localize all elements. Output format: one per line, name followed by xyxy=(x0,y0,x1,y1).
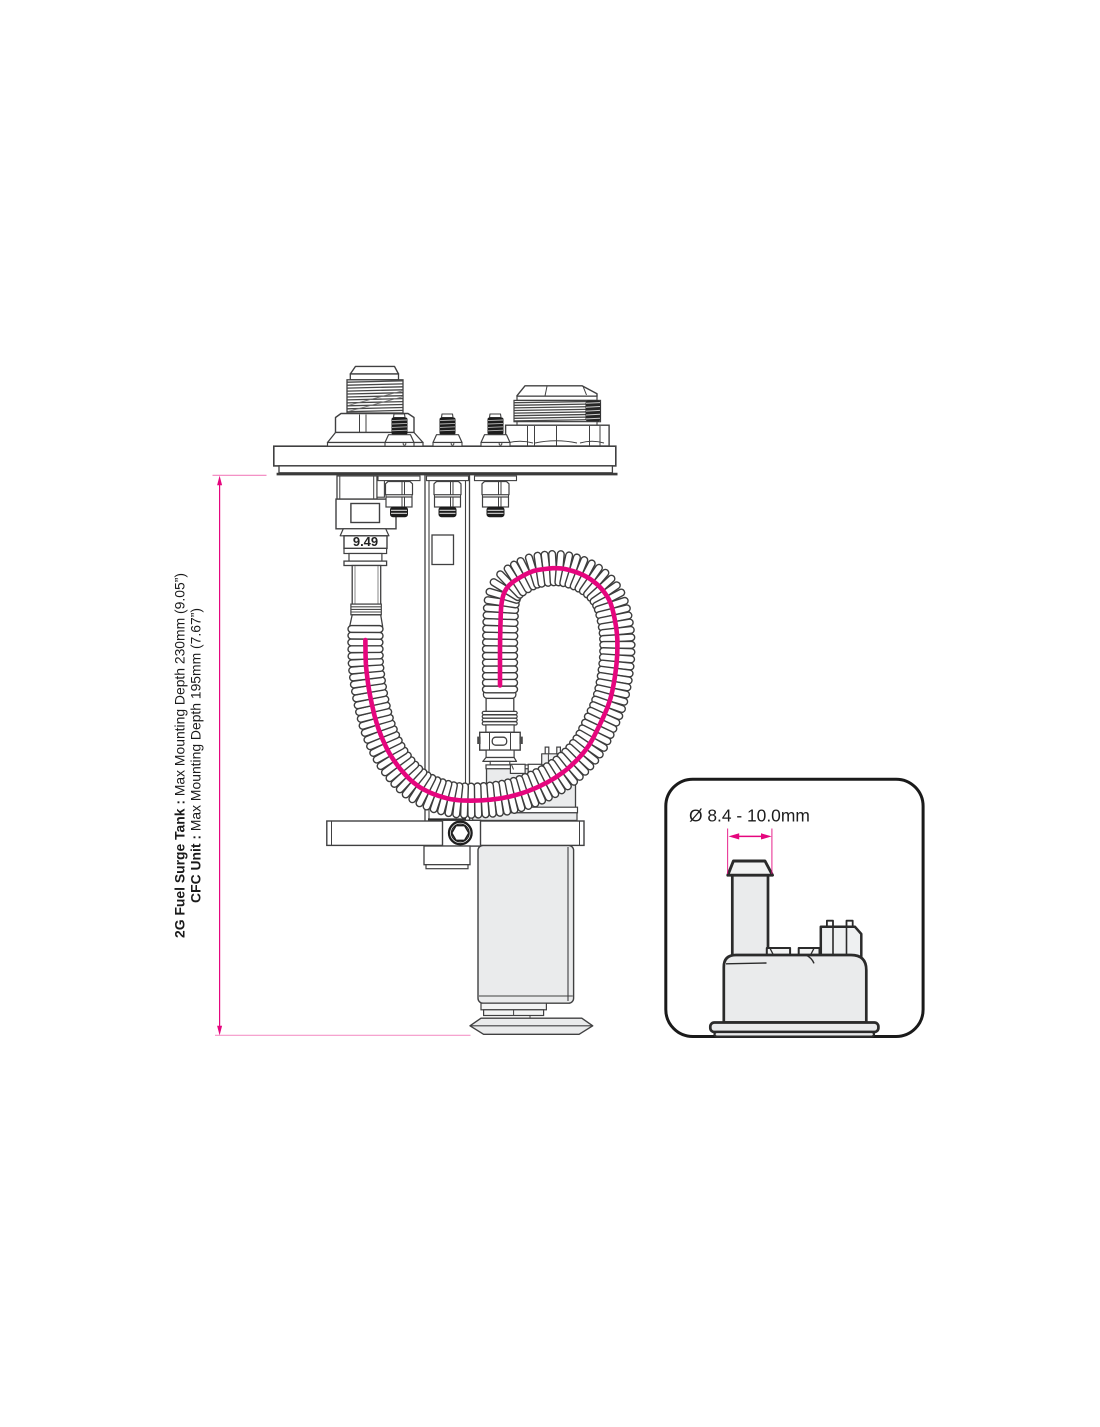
svg-text:2G Fuel Surge Tank : Max Mount: 2G Fuel Surge Tank : Max Mounting Depth … xyxy=(172,573,188,938)
svg-text:CFC Unit : Max Mounting Depth: CFC Unit : Max Mounting Depth 195mm (7.6… xyxy=(188,608,204,903)
svg-text:9.49: 9.49 xyxy=(353,534,378,549)
svg-text:Ø 8.4 - 10.0mm: Ø 8.4 - 10.0mm xyxy=(689,806,810,826)
